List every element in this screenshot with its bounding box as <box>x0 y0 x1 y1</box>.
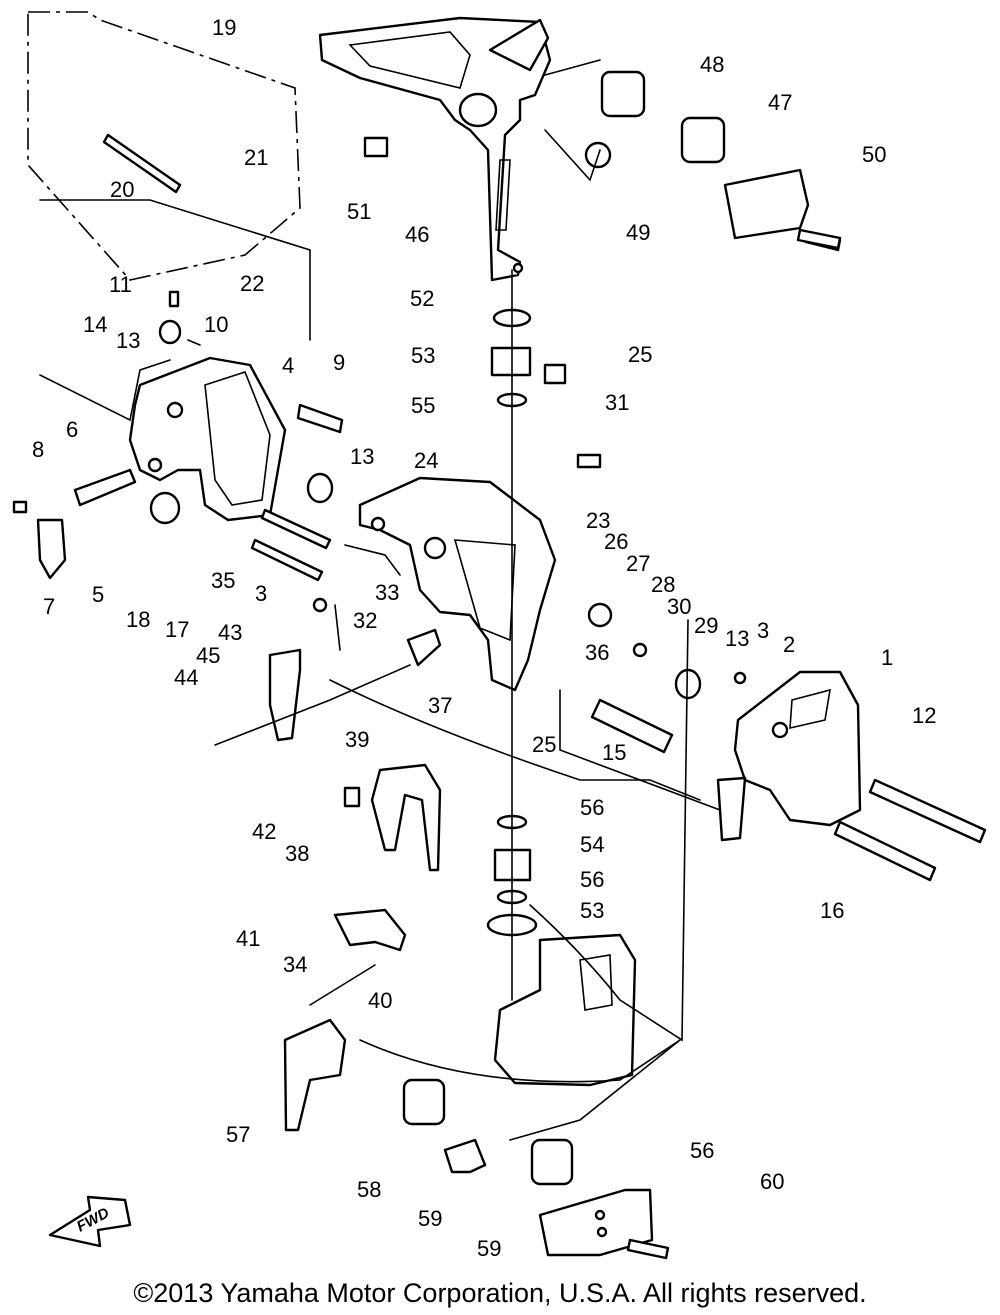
callout-53: 52 <box>410 286 434 311</box>
leader-lines <box>39 59 721 1141</box>
callout-8: 8 <box>32 437 44 462</box>
callout-55: 54 <box>580 832 604 857</box>
kit-boundary-dashed <box>27 11 301 281</box>
stern-bracket-right <box>733 670 862 827</box>
callout-25: 25 <box>532 732 556 757</box>
callout-34: 33 <box>375 580 399 605</box>
callout-46: 45 <box>196 643 220 668</box>
callout-3: 3 <box>255 581 267 606</box>
callout-33: 32 <box>353 608 377 633</box>
callout-18: 17 <box>165 617 189 642</box>
callout-26: 25 <box>628 342 652 367</box>
forward-direction-arrow: FWD <box>48 1195 132 1248</box>
callout-59: 59 <box>477 1236 501 1261</box>
callout-39: 38 <box>285 841 309 866</box>
callout-60: 59 <box>418 1206 442 1231</box>
callout-58: 57 <box>226 1122 250 1147</box>
callout-23: 22 <box>240 271 264 296</box>
callout-19: 18 <box>126 607 150 632</box>
leader-kit <box>39 199 311 341</box>
callout-56: 56 <box>580 795 604 820</box>
callout-16: 15 <box>602 740 626 765</box>
callout-40: 39 <box>345 727 369 752</box>
callout-12: 12 <box>912 703 936 728</box>
callout-53: 53 <box>580 898 604 923</box>
callout-14: 13 <box>116 328 140 353</box>
callout-44: 43 <box>218 620 242 645</box>
callout-52: 51 <box>347 199 371 224</box>
callout-56: 55 <box>411 393 435 418</box>
callout-9: 9 <box>333 350 345 375</box>
callout-45: 44 <box>174 665 198 690</box>
copyright-notice: ©2013 Yamaha Motor Corporation, U.S.A. A… <box>133 1278 867 1308</box>
callout-2: 2 <box>783 632 795 657</box>
callout-38: 37 <box>428 693 452 718</box>
callout-25: 24 <box>414 448 438 473</box>
callout-31: 30 <box>667 594 691 619</box>
callout-28: 27 <box>626 551 650 576</box>
callout-59: 58 <box>357 1177 381 1202</box>
callout-41: 40 <box>368 988 392 1013</box>
callout-42: 41 <box>236 926 260 951</box>
callout-6: 6 <box>66 417 78 442</box>
callout-61: 60 <box>760 1169 784 1194</box>
callout-49: 48 <box>700 52 724 77</box>
callout-57: 56 <box>690 1138 714 1163</box>
callout-30: 29 <box>694 613 718 638</box>
callout-56: 56 <box>580 867 604 892</box>
swivel-bracket <box>358 476 557 692</box>
callout-17: 16 <box>820 898 844 923</box>
callout-47: 46 <box>405 222 429 247</box>
callout-27: 26 <box>604 529 628 554</box>
lever-and-clamp-parts <box>268 228 842 1260</box>
callout-labels: 1 2 3 3 4 5 6 7 8 9 10 11 12 13 13 13 14… <box>32 15 936 1261</box>
callout-10: 10 <box>204 312 228 337</box>
callout-35: 34 <box>283 952 307 977</box>
tiller-handle-assembly <box>318 16 552 282</box>
callout-22: 21 <box>244 145 268 170</box>
callout-4: 4 <box>282 353 294 378</box>
callout-37: 36 <box>585 640 609 665</box>
callout-29: 28 <box>651 572 675 597</box>
callout-32: 31 <box>605 390 629 415</box>
callout-48: 47 <box>768 90 792 115</box>
callout-13: 13 <box>350 444 374 469</box>
callout-13: 13 <box>725 626 749 651</box>
callout-50: 49 <box>626 220 650 245</box>
callout-21: 20 <box>110 177 134 202</box>
callout-11: 11 <box>109 272 132 297</box>
callout-20: 19 <box>212 15 236 40</box>
callout-15: 14 <box>83 312 107 337</box>
lower-drive-housing <box>493 933 637 1087</box>
callout-1: 1 <box>881 645 893 670</box>
callout-51: 50 <box>862 142 886 167</box>
callout-36: 35 <box>211 568 235 593</box>
callout-3: 3 <box>757 618 769 643</box>
callout-43: 42 <box>252 819 276 844</box>
callout-5: 5 <box>92 582 104 607</box>
callout-54: 53 <box>411 343 435 368</box>
callout-24: 23 <box>586 508 610 533</box>
callout-7: 7 <box>43 594 55 619</box>
stern-bracket-left <box>128 356 287 522</box>
hardware-parts <box>12 70 987 937</box>
